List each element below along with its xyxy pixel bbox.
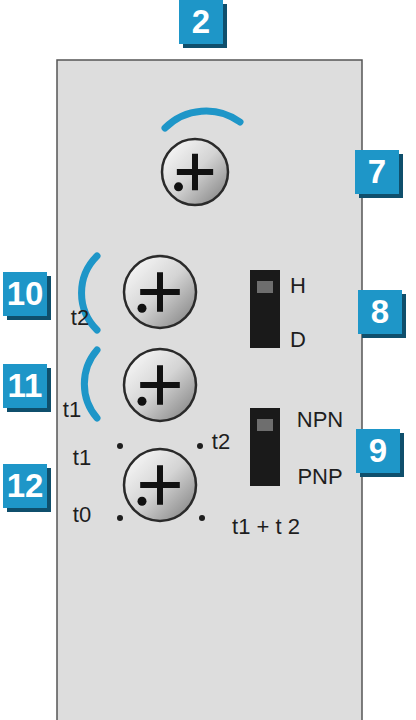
callout-number-text: 7 xyxy=(368,153,386,191)
part-label: t1 xyxy=(63,399,81,421)
label-text: t1 xyxy=(63,397,81,422)
switch-slider xyxy=(257,419,273,431)
pot-marker xyxy=(138,497,147,506)
part-label: t0 xyxy=(73,504,91,526)
callout-number: 7 xyxy=(355,150,399,194)
pot-slot xyxy=(140,272,180,312)
potentiometer xyxy=(124,349,196,421)
pot-body xyxy=(124,256,196,328)
part-label: t2 xyxy=(212,431,230,453)
part-label: H xyxy=(290,275,306,297)
pot-marker xyxy=(138,397,147,406)
switch-slider xyxy=(257,281,273,293)
part-label: t2 xyxy=(71,307,89,329)
callout-number: 11 xyxy=(3,364,47,408)
pot-body xyxy=(162,139,228,205)
position-dot xyxy=(197,443,203,449)
callout-number: 12 xyxy=(3,464,47,508)
callout-number: 9 xyxy=(356,429,400,473)
dip-switch xyxy=(250,408,280,486)
callout-number: 2 xyxy=(179,0,223,44)
pot-body xyxy=(124,349,196,421)
label-text: t2 xyxy=(71,305,89,330)
part-label: t1 + t 2 xyxy=(232,516,300,538)
part-label: NPN xyxy=(297,409,343,431)
part-label: t1 xyxy=(73,447,91,469)
position-dot xyxy=(117,443,123,449)
label-text: NPN xyxy=(297,407,343,432)
pot-body xyxy=(124,449,196,521)
callout-number-text: 11 xyxy=(8,367,43,405)
position-dot xyxy=(117,515,123,521)
callout-number-text: 9 xyxy=(369,432,387,470)
label-text: t0 xyxy=(73,502,91,527)
label-text: PNP xyxy=(297,464,342,489)
callout-number-text: 2 xyxy=(192,3,210,41)
label-text: t1 + t 2 xyxy=(232,514,300,539)
potentiometers xyxy=(124,139,228,521)
pot-marker xyxy=(138,304,147,313)
pot-slot xyxy=(140,365,180,405)
callout-number: 10 xyxy=(3,272,47,316)
pot-slot xyxy=(140,465,180,505)
label-text: H xyxy=(290,273,306,298)
potentiometer xyxy=(124,256,196,328)
pot-marker xyxy=(174,182,183,191)
label-text: t1 xyxy=(73,445,91,470)
part-label: PNP xyxy=(297,466,342,488)
label-text: D xyxy=(290,327,306,352)
rotation-arc xyxy=(165,111,240,128)
label-text: t2 xyxy=(212,429,230,454)
callout-number-text: 12 xyxy=(7,467,44,505)
device-panel xyxy=(57,60,362,720)
potentiometer xyxy=(162,139,228,205)
rotation-arc xyxy=(84,350,97,418)
callout-number: 8 xyxy=(358,290,402,334)
callout-number-text: 8 xyxy=(371,293,389,331)
position-dot xyxy=(199,515,205,521)
potentiometer xyxy=(124,449,196,521)
dip-switch xyxy=(250,270,280,348)
callout-number-text: 10 xyxy=(7,275,44,313)
part-label: D xyxy=(290,329,306,351)
